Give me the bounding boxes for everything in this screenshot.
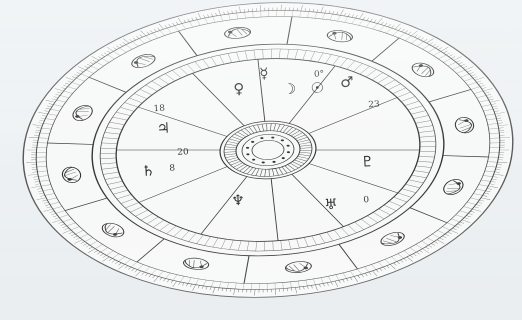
lighting-overlay [0, 0, 522, 320]
astrology-chart-photo: ☉☽☿♀♂♃♄♅♆♇0°20823180 [0, 0, 522, 320]
